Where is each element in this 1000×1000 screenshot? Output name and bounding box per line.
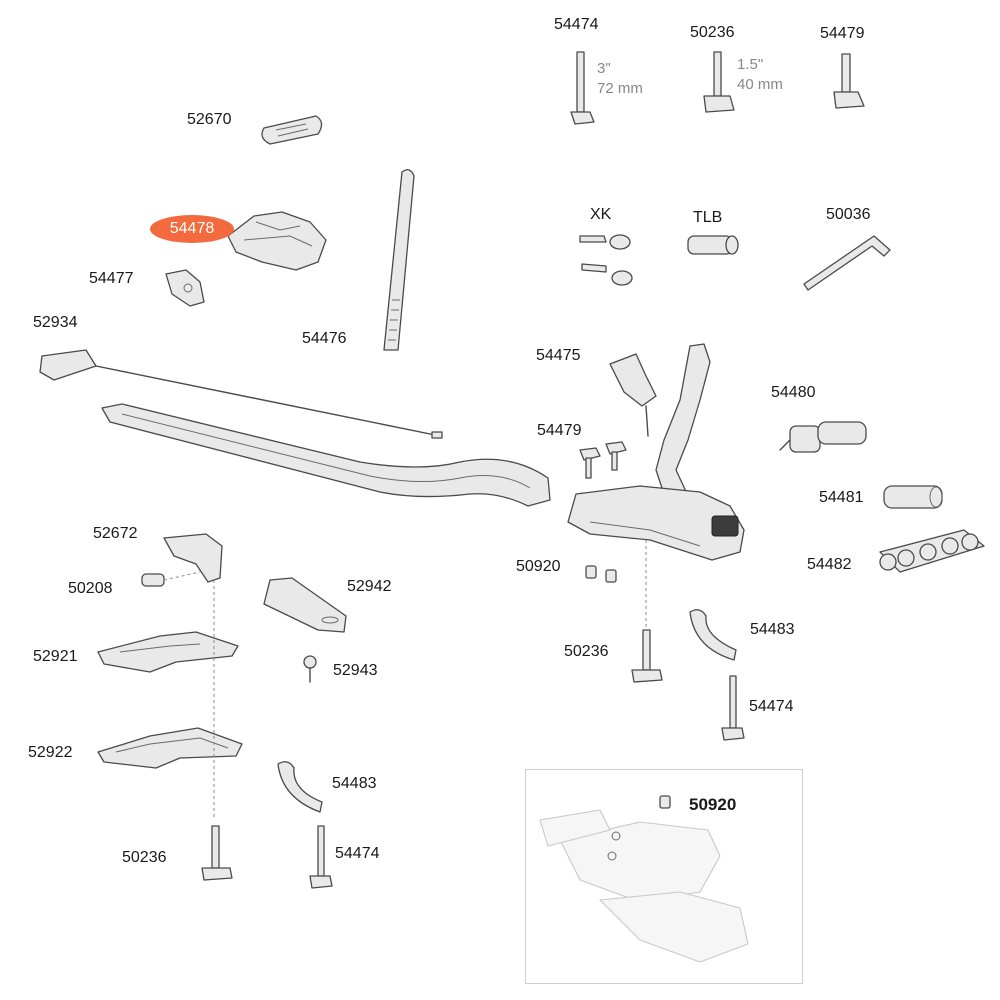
label-50208[interactable]: 50208 [68, 580, 113, 597]
label-54483-right[interactable]: 54483 [750, 621, 795, 638]
label-54477[interactable]: 54477 [89, 270, 134, 287]
clamp-54483-right[interactable] [689, 609, 737, 661]
screw-52943[interactable] [303, 655, 317, 683]
lock-tlb[interactable] [687, 235, 739, 255]
dim-72mm: 72 mm [597, 80, 643, 97]
label-54479-top[interactable]: 54479 [820, 25, 865, 42]
frame-arm[interactable] [655, 343, 711, 507]
label-54474-bottom[interactable]: 54474 [335, 845, 380, 862]
label-52942[interactable]: 52942 [347, 578, 392, 595]
bolt-54479-top[interactable] [833, 53, 865, 109]
label-54475[interactable]: 54475 [536, 347, 581, 364]
label-54482[interactable]: 54482 [807, 556, 852, 573]
key-xk[interactable] [579, 234, 633, 286]
label-54479-mid[interactable]: 54479 [537, 422, 582, 439]
plate-52921[interactable] [97, 631, 239, 673]
label-52672[interactable]: 52672 [93, 525, 138, 542]
bolt-54474-top[interactable] [570, 51, 595, 125]
bolt-54474-right[interactable] [721, 675, 745, 741]
label-50920-inset[interactable]: 50920 [689, 795, 737, 814]
bushing-52670[interactable] [261, 115, 323, 145]
wrench-50036[interactable] [803, 235, 891, 291]
dim-15in: 1.5" [737, 56, 764, 73]
label-50236-right[interactable]: 50236 [564, 643, 609, 660]
label-54478: 54478 [169, 220, 215, 237]
insert-54481[interactable] [883, 485, 943, 509]
bolt-54479-mid[interactable] [579, 441, 627, 479]
wheel-tray-rail[interactable] [101, 403, 551, 507]
end-cap-52672[interactable] [163, 533, 223, 583]
label-50236-bottom[interactable]: 50236 [122, 849, 167, 866]
bolt-50236-right[interactable] [631, 540, 663, 683]
label-52922[interactable]: 52922 [28, 744, 73, 761]
label-54483-left[interactable]: 54483 [332, 775, 377, 792]
foot-50920-left[interactable] [585, 565, 617, 583]
inset-frame [525, 769, 803, 984]
clip-54477[interactable] [165, 269, 205, 307]
highlight-54478[interactable]: 54478 [150, 215, 234, 243]
label-xk[interactable]: XK [590, 206, 612, 223]
label-52934[interactable]: 52934 [33, 314, 78, 331]
plate-52922[interactable] [97, 727, 243, 769]
label-50920-left[interactable]: 50920 [516, 558, 561, 575]
dim-3in: 3" [597, 60, 611, 77]
clamp-54483-left[interactable] [277, 761, 323, 813]
knob-54475[interactable] [609, 353, 657, 437]
bolt-50236-bottom[interactable] [201, 825, 233, 881]
label-52921[interactable]: 52921 [33, 648, 78, 665]
frame-base[interactable] [567, 485, 745, 561]
cable-52934[interactable] [39, 349, 443, 439]
strap-54476[interactable] [383, 169, 415, 351]
label-50036[interactable]: 50036 [826, 206, 871, 223]
inset-detail [539, 795, 749, 963]
label-50236-top[interactable]: 50236 [690, 24, 735, 41]
label-54480[interactable]: 54480 [771, 384, 816, 401]
plate-54482[interactable] [879, 529, 985, 573]
label-54481[interactable]: 54481 [819, 489, 864, 506]
dim-40mm: 40 mm [737, 76, 783, 93]
label-52670[interactable]: 52670 [187, 111, 232, 128]
label-54474-right[interactable]: 54474 [749, 698, 794, 715]
label-tlb[interactable]: TLB [693, 209, 723, 226]
label-54474-top[interactable]: 54474 [554, 16, 599, 33]
pin-50208[interactable] [141, 571, 201, 587]
label-54476[interactable]: 54476 [302, 330, 347, 347]
saddle-54478[interactable] [227, 211, 327, 271]
lock-54480[interactable] [779, 421, 867, 453]
bolt-50236-top[interactable] [703, 51, 735, 113]
label-52943[interactable]: 52943 [333, 662, 378, 679]
block-52942[interactable] [263, 577, 347, 633]
bolt-54474-bottom[interactable] [309, 825, 333, 889]
